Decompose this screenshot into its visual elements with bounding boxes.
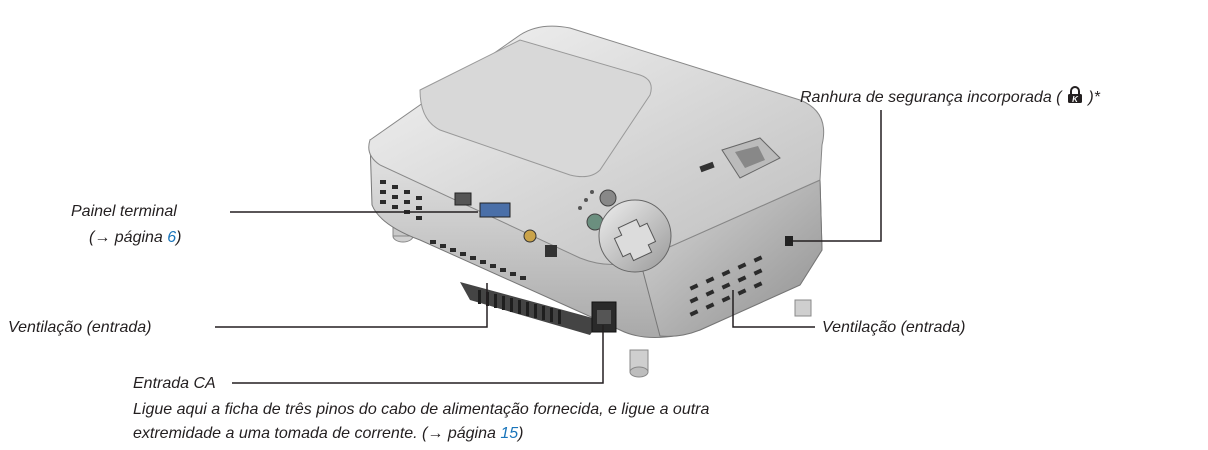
ac-input-desc-line2: extremidade a uma tomada de corrente. (→… [133,424,523,444]
terminal-panel-label: Painel terminal [71,203,177,220]
leader-vent-left [215,283,488,328]
ac-page-link[interactable]: 15 [500,425,519,442]
leader-ac [232,325,604,384]
zoom-lever [699,137,781,179]
terminal-connectors [454,192,557,257]
svg-text:K: K [1072,95,1079,104]
terminal-panel-ref: (→ página 6) [89,228,182,248]
leader-security [789,110,882,242]
ac-desc-suffix: ) [518,425,524,442]
kensington-lock-icon: K [1066,86,1084,110]
terminal-panel-ref-prefix: (→ página [89,229,168,246]
security-slot-label: Ranhura de segurança incorporada ( K )* [800,86,1100,110]
vent-right-label: Ventilação (entrada) [822,319,966,336]
vent-left-label: Ventilação (entrada) [8,319,152,336]
control-panel [578,189,672,273]
security-slot-text-end: )* [1088,89,1100,107]
security-slot-text: Ranhura de segurança incorporada ( [800,89,1062,107]
ac-desc-prefix: extremidade a uma tomada de corrente. (→… [133,425,501,442]
ac-input-label: Entrada CA [133,375,216,392]
vent-grille-right [689,255,763,317]
leader-vent-right [732,290,815,328]
ac-input-desc-line1: Ligue aqui a ficha de três pinos do cabo… [133,401,710,418]
ac-inlet [591,301,617,333]
terminal-panel-page-link[interactable]: 6 [167,229,177,246]
leader-lines [215,110,882,384]
lens-cover [419,39,652,178]
terminal-panel-ref-suffix: ) [176,229,182,246]
projector-side [639,179,823,337]
